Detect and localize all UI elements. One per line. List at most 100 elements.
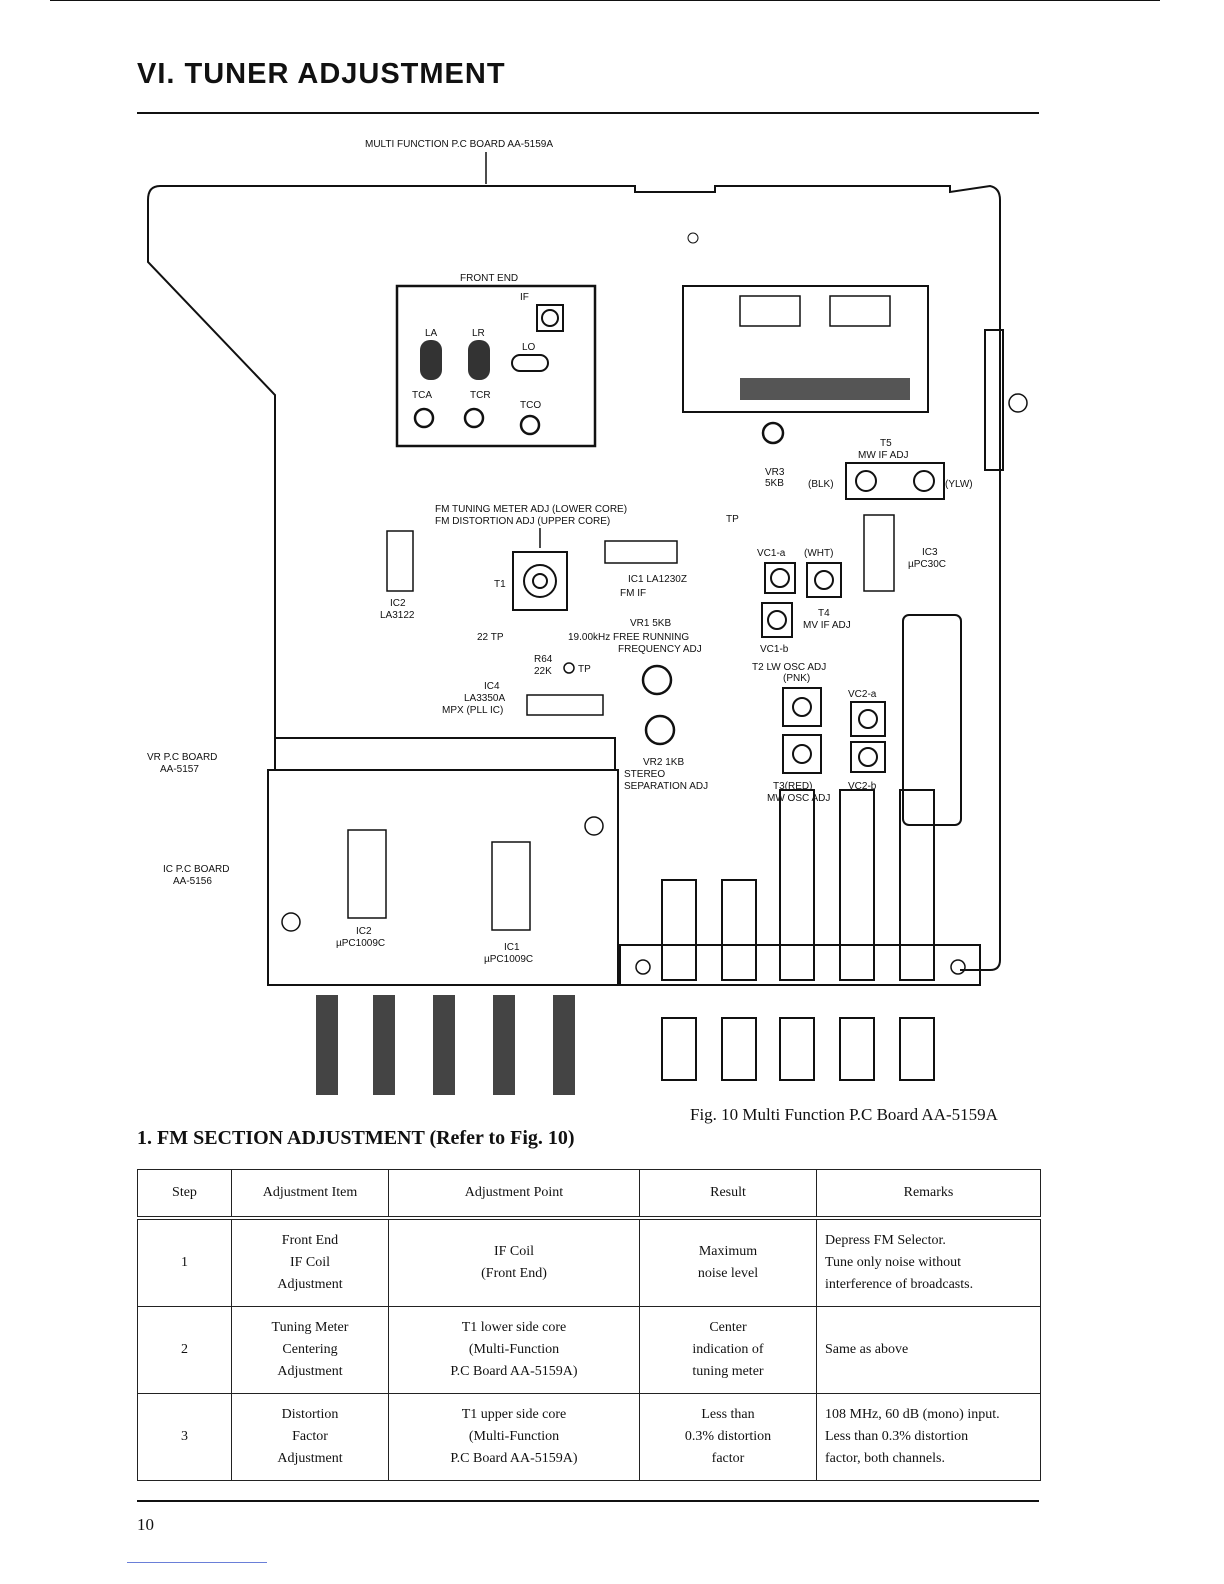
section-title: 1. FM SECTION ADJUSTMENT (Refer to Fig. … (137, 1127, 575, 1149)
lr-coil (468, 340, 490, 380)
ic4-part: LA3350A (464, 693, 505, 704)
remarks-line: interference of broadcasts. (825, 1277, 974, 1293)
board-title: MULTI FUNCTION P.C BOARD AA-5159A (365, 139, 553, 150)
t4-label: T4 (818, 608, 830, 619)
front-end-label: FRONT END (460, 273, 518, 284)
mount-hole-right (950, 959, 966, 975)
t1-transformer (512, 551, 568, 611)
fm-if-label: FM IF (620, 588, 646, 599)
header-adjustment-point: Adjustment Point (388, 1169, 640, 1220)
table-header-row: Step Adjustment Item Adjustment Point Re… (137, 1169, 1041, 1220)
mount-hole-left (635, 959, 651, 975)
stereo-label: STEREO (624, 769, 665, 780)
result-line: Center (709, 1320, 747, 1336)
ic2-label: IC2 (390, 598, 406, 609)
t5-core-ylw-icon (913, 470, 935, 492)
board-outline (160, 184, 1001, 971)
result-line: indication of (692, 1342, 764, 1358)
dial-shaft-icon (1008, 393, 1028, 413)
vc1a-trimmer-icon (770, 568, 790, 588)
point-line: (Multi-Function (468, 1342, 560, 1358)
remarks-cell: Same as above (816, 1306, 1041, 1395)
separation-label: SEPARATION ADJ (624, 781, 708, 792)
vr-board (274, 737, 616, 771)
ic-board (267, 769, 619, 986)
free-running-label: 19.00kHz FREE RUNNING (568, 632, 689, 643)
t4-block (806, 562, 842, 598)
ic1-label: IC1 LA1230Z (628, 574, 687, 585)
ic-board-screw-icon (281, 912, 301, 932)
item-cell: Front End IF Coil Adjustment (231, 1217, 389, 1308)
vc2b-trimmer (850, 741, 886, 773)
ic1b-part: µPC1009C (484, 954, 533, 965)
page-heading: VI. TUNER ADJUSTMENT (137, 58, 506, 90)
point-line: (Front End) (481, 1266, 547, 1282)
mw-osc-adj-label: MW OSC ADJ (767, 793, 830, 804)
vr-board-label: VR P.C BOARD (147, 752, 217, 763)
point-line: (Multi-Function (468, 1429, 560, 1445)
remarks-line: Less than 0.3% distortion (825, 1429, 969, 1445)
dial-connector-right (829, 295, 891, 327)
switch-bracket (619, 944, 981, 986)
footer-rule (137, 1500, 1039, 1502)
ic4-label: IC4 (484, 681, 500, 692)
t5-core-blk-icon (855, 470, 877, 492)
vc1a-trimmer (764, 562, 796, 594)
item-cell: Distortion Factor Adjustment (231, 1393, 389, 1481)
r64-label: R64 (534, 654, 553, 665)
if-label: IF (520, 292, 529, 303)
tp21-label: TP (726, 514, 739, 525)
table-row: 3 Distortion Factor Adjustment T1 upper … (137, 1393, 1041, 1481)
result-line: Maximum (698, 1244, 758, 1260)
dial-gear-strip (740, 378, 910, 400)
ylw-label: (YLW) (945, 479, 973, 490)
step-cell: 3 (137, 1393, 232, 1481)
ic2-la3122 (386, 530, 414, 592)
tcr-label: TCR (470, 390, 491, 401)
la-coil (420, 340, 442, 380)
result-cell: Center indication of tuning meter (639, 1306, 817, 1395)
remarks-line: Tune only noise without (825, 1255, 961, 1271)
point-line: P.C Board AA-5159A) (450, 1364, 578, 1380)
r64-value: 22K (534, 666, 552, 677)
ic-board-label: IC P.C BOARD (163, 864, 230, 875)
result-line: noise level (697, 1266, 759, 1282)
point-cell: IF Coil (Front End) (388, 1217, 640, 1308)
vr3-label: VR3 (765, 467, 785, 478)
tcr-trimmer-icon (463, 407, 485, 429)
header-remarks: Remarks (816, 1169, 1041, 1220)
item-line: Centering (282, 1342, 338, 1358)
if-coil (536, 304, 564, 332)
r64-tp-icon (563, 662, 575, 674)
item-line: Distortion (281, 1407, 339, 1423)
step-cell: 2 (137, 1306, 232, 1395)
item-line: IF Coil (289, 1255, 331, 1271)
item-line: Tuning Meter (271, 1320, 349, 1336)
pc-board-figure: MULTI FUNCTION P.C BOARD AA-5159A FRONT … (147, 139, 1028, 1095)
point-cell: T1 upper side core (Multi-Function P.C B… (388, 1393, 640, 1481)
fm-meter-label: FM TUNING METER ADJ (LOWER CORE) (435, 504, 627, 515)
dial-mechanism (682, 285, 929, 413)
freq-adj-label: FREQUENCY ADJ (618, 644, 702, 655)
item-cell: Tuning Meter Centering Adjustment (231, 1306, 389, 1395)
step-cell: 1 (137, 1217, 232, 1308)
dial-pulley (984, 329, 1004, 471)
ic4-desc: MPX (PLL IC) (442, 705, 503, 716)
ic1-upc1009c (491, 841, 531, 931)
remarks-line: Depress FM Selector. (825, 1233, 946, 1249)
header-step: Step (137, 1169, 232, 1220)
vr3-trimmer-icon (761, 421, 785, 445)
mv-if-adj-label: MV IF ADJ (803, 620, 851, 631)
vc1b-trimmer-icon (767, 610, 787, 630)
lr-label: LR (472, 328, 485, 339)
t3-block (782, 734, 822, 774)
remarks-cell: Depress FM Selector. Tune only noise wit… (816, 1217, 1041, 1308)
vr2-label: VR2 1KB (643, 757, 684, 768)
top-border-line (50, 0, 1160, 1)
item-line: Front End (281, 1233, 339, 1249)
test-point-top (687, 232, 699, 244)
vr3-value: 5KB (765, 478, 784, 489)
point-line: T1 upper side core (461, 1407, 567, 1423)
mw-if-adj-label: MW IF ADJ (858, 450, 909, 461)
tca-label: TCA (412, 390, 432, 401)
